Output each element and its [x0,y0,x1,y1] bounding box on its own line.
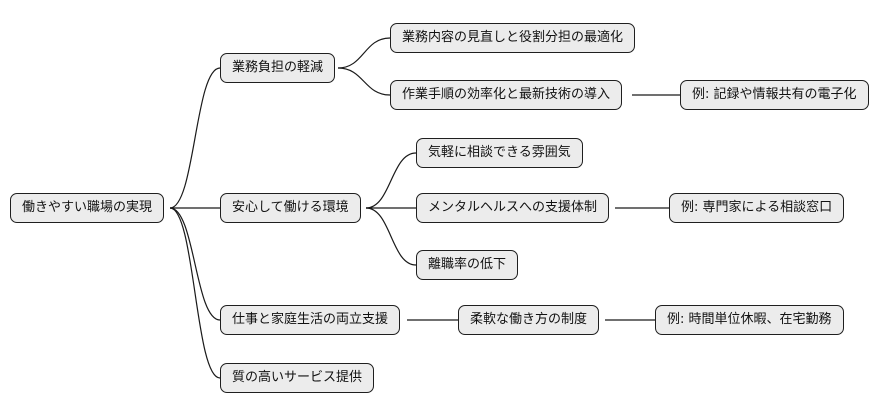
leaf-node-flexible-work: 柔軟な働き方の制度 [458,305,600,335]
leaf-node-efficiency: 作業手順の効率化と最新技術の導入 [390,80,623,110]
example-node-hourly-leave: 例: 時間単位休暇、在宅勤務 [655,305,844,335]
branch-node-service-quality: 質の高いサービス提供 [220,363,375,393]
edge-root-branch-0 [169,67,221,209]
branch-node-work-life: 仕事と家庭生活の両立支援 [220,305,401,335]
branch-node-safe-environment: 安心して働ける環境 [220,193,361,223]
leaf-node-role-review: 業務内容の見直しと役割分担の最適化 [390,23,636,53]
edge-branch-0-child-1 [337,67,391,96]
edge-branch-0-child-0 [337,37,391,69]
leaf-node-consult-atmosphere: 気軽に相談できる雰囲気 [416,138,583,168]
leaf-node-mental-health: メンタルヘルスへの支援体制 [416,193,610,223]
edge-root-branch-3 [169,207,221,379]
branch-node-workload: 業務負担の軽減 [220,53,336,83]
root-node: 働きやすい職場の実現 [10,193,165,223]
example-node-counseling: 例: 専門家による相談窓口 [669,193,845,223]
edge-root-branch-2 [169,207,221,321]
example-node-digitization: 例: 記録や情報共有の電子化 [680,80,869,110]
edge-branch-1-child-0 [365,152,417,209]
leaf-node-turnover: 離職率の低下 [416,250,519,280]
edge-branch-1-child-2 [365,207,417,266]
